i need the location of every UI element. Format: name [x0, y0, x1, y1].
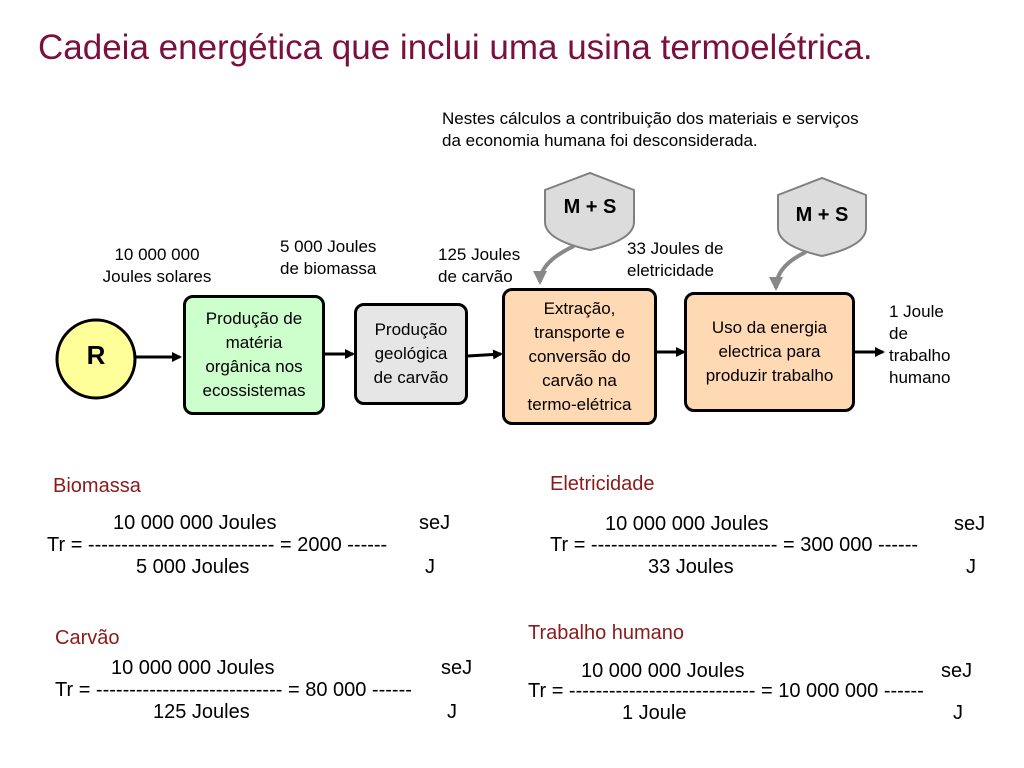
heading-carvao: Carvão — [55, 627, 120, 649]
carvao-equation: Tr = ---------------------------- = 80 0… — [55, 679, 412, 701]
eletricidade-numerator: 10 000 000 Joules — [605, 513, 769, 535]
eletricidade-denominator: 33 Joules — [648, 556, 734, 578]
flow-label-electricity: 33 Joules de eletricidade — [627, 239, 724, 280]
page-title: Cadeia energética que inclui uma usina t… — [38, 28, 873, 67]
biomassa-unit-bottom: J — [425, 556, 435, 578]
shield-2-arrow — [769, 250, 807, 291]
heading-biomassa: Biomassa — [53, 475, 141, 497]
biomassa-unit-top: seJ — [419, 512, 451, 534]
heading-trabalho: Trabalho humano — [528, 622, 685, 644]
shield-2 — [777, 176, 867, 258]
source-circle — [55, 318, 137, 400]
carvao-numerator: 10 000 000 Joules — [111, 657, 275, 679]
heading-eletricidade: Eletricidade — [550, 473, 655, 495]
arrow-box2-to-box3 — [467, 349, 503, 360]
source-label: R — [86, 340, 106, 370]
shield-1 — [544, 171, 635, 252]
shield-1-label: M + S — [563, 196, 617, 218]
trabalho-unit-bottom: J — [953, 702, 963, 724]
biomassa-equation: Tr = ---------------------------- = 2000… — [47, 534, 388, 556]
box-organic-production: Produção de matéria orgânica nos ecossis… — [183, 295, 325, 415]
biomassa-denominator: 5 000 Joules — [136, 556, 250, 578]
carvao-denominator: 125 Joules — [153, 701, 250, 723]
flow-label-work: 1 Joule de trabalho humano — [889, 302, 951, 387]
biomassa-numerator: 10 000 000 Joules — [113, 512, 277, 534]
trabalho-equation: Tr = ---------------------------- = 10 0… — [528, 680, 924, 702]
flow-label-solar: 10 000 000 Joules solares — [102, 245, 212, 286]
trabalho-numerator: 10 000 000 Joules — [581, 660, 745, 682]
eletricidade-equation: Tr = ---------------------------- = 300 … — [550, 534, 919, 556]
trabalho-unit-top: seJ — [941, 660, 973, 682]
trabalho-denominator: 1 Joule — [622, 702, 687, 724]
shield-2-label: M + S — [795, 204, 849, 226]
flow-label-biomass: 5 000 Joules de biomassa — [280, 237, 377, 278]
box-energy-use: Uso da energia electrica para produzir t… — [684, 292, 855, 412]
carvao-unit-bottom: J — [447, 701, 457, 723]
carvao-unit-top: seJ — [441, 657, 473, 679]
eletricidade-unit-top: seJ — [954, 513, 986, 535]
shield-1-arrow — [533, 244, 575, 285]
eletricidade-unit-bottom: J — [966, 556, 976, 578]
box-geological-production: Produção geológica de carvão — [354, 303, 468, 405]
flow-label-coal: 125 Joules de carvão — [438, 245, 521, 286]
calculation-note: Nestes cálculos a contribuição dos mater… — [442, 109, 859, 150]
box-thermoelectric: Extração, transporte e conversão do carv… — [502, 288, 657, 425]
